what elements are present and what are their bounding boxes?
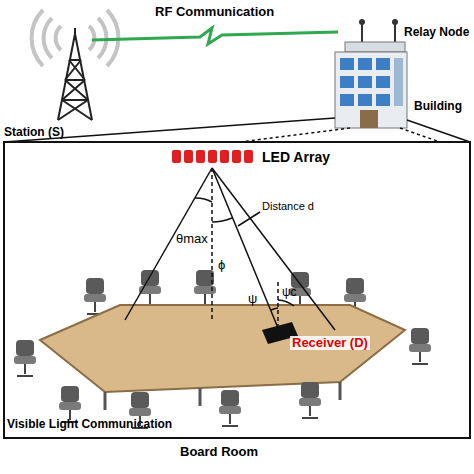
station-tower <box>65 80 88 100</box>
relay-building <box>376 76 390 88</box>
led-array <box>172 150 181 163</box>
light-cone <box>195 198 212 202</box>
relay-building <box>361 24 363 44</box>
station-tower <box>65 79 85 81</box>
station-tower <box>62 100 92 120</box>
light-cone <box>271 308 278 310</box>
angle-label: θmax <box>176 232 208 246</box>
distance-label: Distance d <box>262 200 314 212</box>
wifi-arcs <box>44 18 52 58</box>
receiver-label: Receiver (D) <box>290 336 370 350</box>
station-tower <box>69 60 85 80</box>
relay-building <box>345 42 405 52</box>
relay-building <box>376 58 390 70</box>
light-cone <box>212 168 335 330</box>
wifi-arcs <box>32 10 43 66</box>
light-cone <box>125 168 335 330</box>
room-label: Board Room <box>180 445 258 459</box>
led-array <box>196 150 205 163</box>
relay-building <box>335 19 407 128</box>
light-cone <box>277 282 279 328</box>
station-tower <box>62 80 85 100</box>
chairs-front <box>14 328 431 428</box>
chairs-front <box>14 340 36 376</box>
building-label: Building <box>414 100 462 113</box>
table <box>104 392 107 410</box>
angle-label: ψ <box>248 292 257 306</box>
angle-label: ψc <box>282 286 297 299</box>
wifi-arcs <box>32 10 119 66</box>
light-cone <box>211 168 213 322</box>
relay-building <box>360 110 378 128</box>
led-array <box>244 150 253 163</box>
station-tower <box>58 100 88 120</box>
light-cone <box>278 300 294 306</box>
chairs-front <box>409 328 431 364</box>
led-array <box>232 150 241 163</box>
table <box>199 388 202 406</box>
light-cone <box>212 218 232 222</box>
light-cone <box>125 168 212 320</box>
chairs-back <box>84 278 106 314</box>
zoom-lines <box>400 128 440 142</box>
relay-building <box>392 19 398 25</box>
zoom-lines <box>4 118 335 142</box>
table <box>40 305 405 392</box>
wifi-arcs <box>98 18 106 58</box>
relay-building <box>376 94 390 106</box>
vlc-label: Visible Light Communication <box>7 418 172 431</box>
led-array <box>208 150 217 163</box>
wifi-arcs <box>56 26 61 50</box>
relay-building <box>340 76 354 88</box>
relay-building <box>358 58 372 70</box>
zoom-lines <box>4 118 470 142</box>
relay-building <box>359 19 365 25</box>
zoom-lines <box>407 120 470 142</box>
zoom-lines <box>240 128 350 142</box>
relay-building <box>340 58 354 70</box>
led-array <box>172 150 253 163</box>
relay-building <box>358 94 372 106</box>
light-cone <box>212 168 278 328</box>
chairs-front <box>299 382 321 418</box>
light-cone <box>238 212 260 226</box>
chairs-front <box>219 390 241 426</box>
relay-building <box>394 24 396 44</box>
station-tower <box>65 60 81 80</box>
led-array <box>220 150 229 163</box>
relay-building <box>340 94 354 106</box>
relay-building <box>358 76 372 88</box>
link-label: RF Communication <box>155 5 274 19</box>
wifi-arcs <box>89 26 94 50</box>
board-room-frame <box>4 142 470 438</box>
relay-building <box>335 52 407 128</box>
led-array <box>184 150 193 163</box>
rf-link <box>92 28 338 44</box>
station-tower <box>74 28 76 40</box>
station-tower <box>62 99 88 101</box>
relay-building <box>394 58 403 106</box>
station-label: Station (S) <box>4 126 64 139</box>
led-label: LED Array <box>262 150 330 165</box>
station-tower <box>58 28 92 120</box>
chairs-front <box>59 386 81 422</box>
angle-label: ϕ <box>218 258 225 272</box>
relay-label: Relay Node <box>404 26 469 39</box>
table <box>339 382 342 400</box>
